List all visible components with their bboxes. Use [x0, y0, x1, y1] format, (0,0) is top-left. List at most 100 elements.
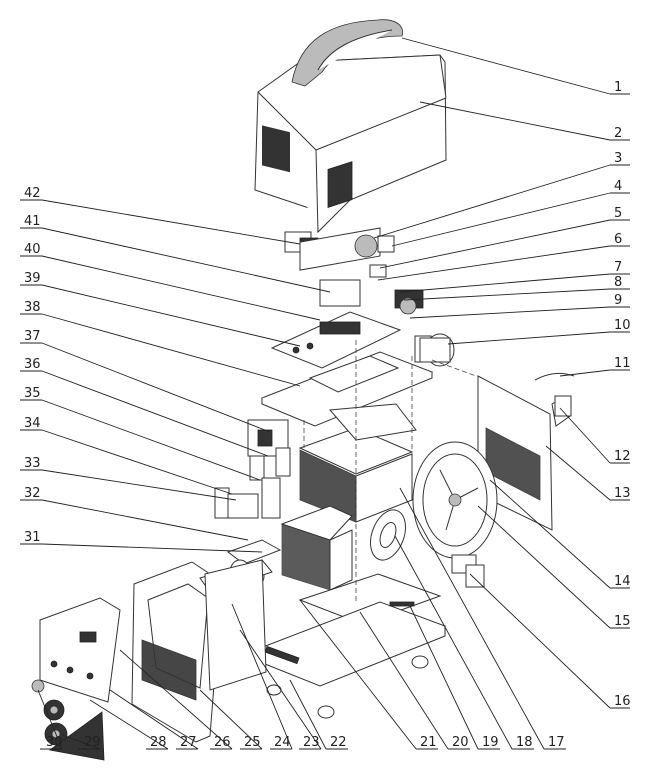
- callout-5: 5: [379, 206, 630, 269]
- callout-number: 1: [614, 80, 622, 95]
- callout-19: 19: [409, 605, 500, 750]
- callout-7: 7: [399, 260, 630, 293]
- callout-leader-line: [109, 689, 199, 750]
- callout-38: 38: [20, 300, 301, 387]
- callout-leader-line: [41, 469, 237, 501]
- callout-leader-line: [489, 479, 611, 589]
- callout-leader-line: [41, 227, 331, 293]
- callout-number: 37: [24, 329, 41, 344]
- callout-leader-line: [379, 219, 611, 269]
- callout-number: 14: [614, 574, 631, 589]
- callout-18: 18: [394, 535, 534, 750]
- large-fan: [412, 441, 498, 559]
- top-cover: [254, 19, 447, 234]
- callout-number: 15: [614, 614, 631, 629]
- callout-leader-line: [447, 331, 611, 345]
- callout-leader-line: [41, 284, 301, 347]
- callout-leader-line: [559, 369, 611, 377]
- callout-leader-line: [377, 245, 611, 281]
- callout-labels: 1234567891011121314151617181920212223242…: [20, 37, 631, 750]
- callout-leader-line: [373, 164, 611, 239]
- callout-leader-line: [41, 543, 263, 553]
- callout-number: 6: [614, 232, 622, 247]
- callout-leader-line: [41, 499, 249, 541]
- callout-leader-line: [409, 605, 479, 750]
- callout-20: 20: [359, 611, 470, 750]
- callout-40: 40: [20, 242, 321, 321]
- callout-4: 4: [391, 179, 630, 247]
- callout-number: 40: [24, 242, 41, 257]
- callout-leader-line: [239, 629, 322, 750]
- callout-8: 8: [403, 275, 630, 301]
- callout-number: 18: [516, 735, 533, 750]
- callout-number: 2: [614, 126, 622, 141]
- cover-vents-side: [262, 125, 290, 173]
- callout-leader-line: [399, 487, 545, 750]
- callout-34: 34: [20, 416, 233, 495]
- callout-leader-line: [37, 689, 63, 750]
- callout-leader-line: [199, 689, 263, 750]
- callout-leader-line: [119, 649, 233, 750]
- callout-12: 12: [559, 407, 631, 464]
- callout-number: 7: [614, 260, 622, 275]
- callout-leader-line: [477, 505, 611, 629]
- callout-16: 16: [469, 573, 631, 709]
- callout-28: 28: [89, 699, 169, 750]
- callout-14: 14: [489, 479, 631, 589]
- callout-leader-line: [401, 37, 611, 95]
- callout-number: 39: [24, 271, 41, 286]
- callout-37: 37: [20, 329, 271, 433]
- callout-leader-line: [59, 733, 101, 750]
- callout-number: 3: [614, 151, 622, 166]
- transformer: [214, 419, 291, 519]
- callout-3: 3: [373, 151, 630, 239]
- rectifier-bridge: [451, 554, 485, 588]
- callout-number: 11: [614, 356, 631, 371]
- callout-leader-line: [231, 603, 293, 750]
- callout-number: 19: [482, 735, 499, 750]
- callout-31: 31: [20, 530, 263, 553]
- callout-number: 35: [24, 386, 41, 401]
- callout-25: 25: [199, 689, 263, 750]
- callout-number: 9: [614, 293, 622, 308]
- callout-number: 29: [84, 735, 101, 750]
- callout-number: 33: [24, 456, 41, 471]
- callout-number: 30: [46, 735, 63, 750]
- callout-number: 27: [180, 735, 197, 750]
- mounting-plate: [260, 351, 434, 427]
- callout-number: 41: [24, 214, 41, 229]
- callout-29: 29: [59, 733, 101, 750]
- callout-1: 1: [401, 37, 630, 95]
- callout-9: 9: [409, 293, 630, 319]
- callout-number: 38: [24, 300, 41, 315]
- callout-number: 17: [548, 735, 565, 750]
- callout-24: 24: [231, 603, 293, 750]
- callout-leader-line: [545, 445, 611, 501]
- callout-17: 17: [399, 487, 566, 750]
- callout-10: 10: [447, 318, 631, 345]
- callout-number: 21: [420, 735, 437, 750]
- callout-number: 23: [303, 735, 320, 750]
- callout-27: 27: [109, 689, 199, 750]
- callout-number: 22: [330, 735, 347, 750]
- callout-leader-line: [559, 407, 611, 464]
- callout-leader-line: [399, 273, 611, 293]
- callout-13: 13: [545, 445, 631, 501]
- front-knobs: [31, 679, 105, 761]
- callout-leader-line: [469, 573, 611, 709]
- callout-33: 33: [20, 456, 237, 501]
- callout-39: 39: [20, 271, 301, 347]
- callout-leader-line: [41, 313, 301, 387]
- front-panel: [131, 559, 273, 743]
- callout-number: 24: [274, 735, 291, 750]
- callout-leader-line: [299, 599, 417, 750]
- callout-number: 16: [614, 694, 631, 709]
- callout-6: 6: [377, 232, 630, 281]
- callout-number: 4: [614, 179, 622, 194]
- callout-number: 26: [214, 735, 231, 750]
- callout-leader-line: [41, 342, 271, 433]
- callout-leader-line: [41, 399, 261, 481]
- callout-41: 41: [20, 214, 331, 293]
- callout-number: 10: [614, 318, 631, 333]
